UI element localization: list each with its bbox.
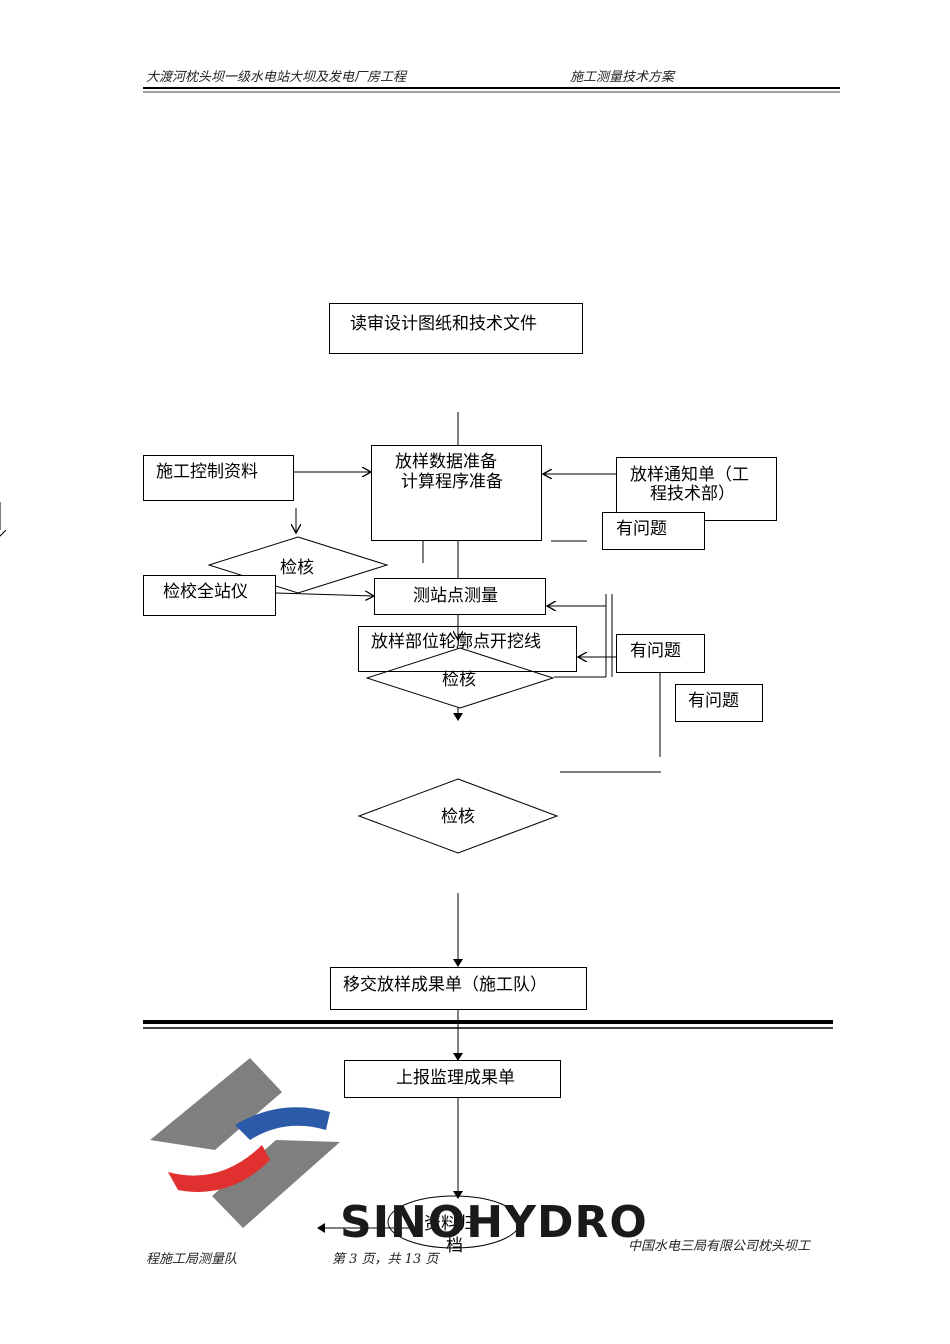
- header-project-title: 大渡河枕头坝一级水电站大坝及发电厂房工程: [146, 70, 407, 85]
- problem-1-box: 有问题: [602, 512, 705, 550]
- station-survey-box: 测站点测量: [374, 578, 546, 615]
- sinohydro-logo-text: SINOHYDRO: [340, 1197, 648, 1248]
- review-docs-box: 读审设计图纸和技术文件: [329, 303, 583, 354]
- header-doc-title: 施工测量技术方案: [570, 70, 675, 85]
- problem-3-box: 有问题: [675, 684, 763, 722]
- archive-label-2: 档: [446, 1236, 463, 1256]
- layout-lines-label: 放样部位轮廓点开挖线: [371, 632, 541, 652]
- problem-1-label: 有问题: [616, 519, 667, 539]
- data-prep-label-1: 放样数据准备: [395, 452, 497, 472]
- calibrate-label: 检校全站仪: [163, 582, 248, 602]
- control-data-box: 施工控制资料: [143, 455, 294, 501]
- check-1-label: 检核: [280, 558, 314, 578]
- notice-label-1: 放样通知单（工: [630, 465, 749, 485]
- handover-box: 移交放样成果单（施工队）: [330, 967, 587, 1010]
- problem-2-box: 有问题: [616, 634, 705, 673]
- data-prep-box: 放样数据准备 计算程序准备: [371, 445, 542, 541]
- calibrate-box: 检校全站仪: [143, 575, 276, 616]
- sinohydro-emblem: [150, 1058, 340, 1228]
- footer-right: 中国水电三局有限公司枕头坝工: [628, 1239, 811, 1254]
- check-2-diamond: [365, 647, 555, 709]
- check-2-label: 检核: [442, 670, 476, 690]
- footer-page-number: 第 3 页，共 13 页: [332, 1252, 439, 1267]
- archive-label-1: 资料归: [424, 1214, 475, 1234]
- archive-ellipse: [387, 1195, 521, 1249]
- check-3-diamond: [357, 778, 559, 854]
- report-box: 上报监理成果单: [344, 1060, 561, 1098]
- station-survey-label: 测站点测量: [413, 586, 498, 606]
- notice-box: 放样通知单（工 程技术部）: [616, 457, 777, 521]
- handover-label: 移交放样成果单（施工队）: [343, 975, 547, 995]
- problem-3-label: 有问题: [688, 691, 739, 711]
- control-data-label: 施工控制资料: [156, 462, 258, 482]
- problem-2-label: 有问题: [630, 641, 681, 661]
- data-prep-label-2: 计算程序准备: [401, 472, 503, 492]
- edge-arrow-fragment: [0, 502, 7, 537]
- report-label: 上报监理成果单: [396, 1068, 515, 1088]
- notice-label-2: 程技术部）: [650, 484, 735, 504]
- check-3-label: 检核: [441, 807, 475, 827]
- layout-lines-box: 放样部位轮廓点开挖线: [358, 626, 577, 672]
- review-docs-label: 读审设计图纸和技术文件: [350, 314, 537, 334]
- footer-left: 程施工局测量队: [146, 1252, 238, 1267]
